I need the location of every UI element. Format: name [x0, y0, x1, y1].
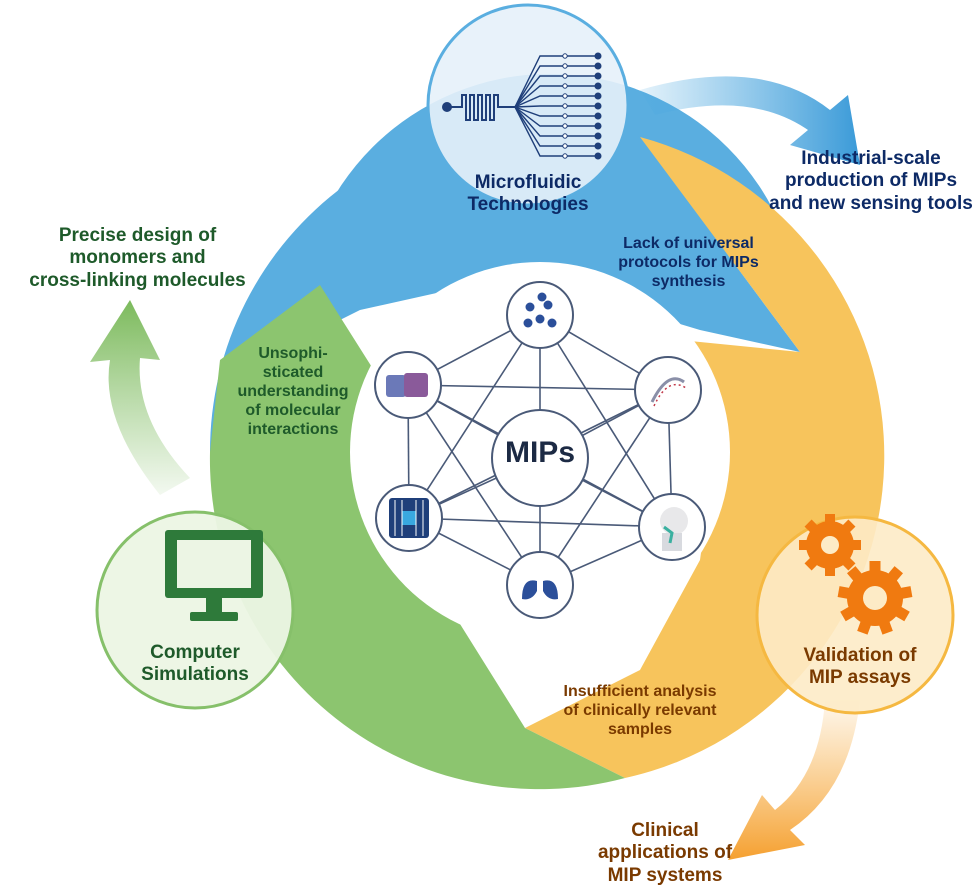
validation-label: Validation of MIP assays — [790, 645, 930, 690]
network-edge — [539, 389, 669, 586]
outcome-line: and new sensing tools — [769, 192, 973, 214]
lungs-icon — [506, 551, 574, 619]
satellite-nodes — [374, 281, 706, 619]
outcome-line: applications of — [597, 842, 733, 864]
microfluidic-chip-icon — [442, 52, 602, 160]
network-edge — [407, 384, 669, 391]
challenge-line: understanding — [237, 382, 349, 400]
challenge-line: interactions — [247, 420, 339, 438]
puzzle-molecule-icon — [374, 351, 442, 419]
challenge-line: Insufficient analysis — [563, 683, 717, 700]
gears-icon — [799, 514, 913, 635]
microfluidic-label: Microfluidic Technologies — [448, 172, 608, 217]
computer-label-line: Computer — [150, 642, 240, 663]
challenge-line: sticated — [262, 363, 324, 381]
arrow-precise-design — [90, 300, 190, 495]
outcome-line: monomers and — [69, 247, 206, 269]
ring-segment-blue — [293, 73, 802, 350]
challenge-molecular-interactions: Unsophi- sticated understanding of molec… — [228, 345, 358, 439]
challenge-line: synthesis — [651, 272, 726, 290]
patient-oxygen-mask-icon — [638, 493, 706, 561]
microfluidic-node — [426, 3, 630, 207]
challenge-universal-protocols: Lack of universal protocols for MIPs syn… — [596, 235, 781, 292]
center-node — [491, 409, 589, 507]
outcome-line: Precise design of — [58, 225, 217, 246]
outcome-clinical-applications: Clinical applications of MIP systems — [580, 820, 750, 887]
challenge-clinical-samples: Insufficient analysis of clinically rele… — [540, 683, 740, 740]
dna-strand-icon — [634, 356, 702, 424]
outcome-line: production of MIPs — [784, 170, 958, 192]
virus-particles-icon — [506, 281, 574, 349]
validation-label-line: MIP assays — [808, 667, 912, 689]
challenge-line: samples — [607, 720, 673, 738]
ring-segment-green — [209, 285, 626, 790]
outcome-line: Industrial-scale — [801, 148, 941, 169]
network-edge — [408, 314, 541, 519]
network-edge — [408, 517, 673, 528]
challenge-line: Unsophi- — [258, 345, 328, 362]
outcome-line: cross-linking molecules — [29, 269, 246, 291]
validation-label-line: Validation of — [803, 645, 917, 666]
microfluidic-label-line: Microfluidic — [474, 172, 582, 193]
computer-label: Computer Simulations — [130, 642, 260, 687]
center-label-text: MIPs — [504, 436, 576, 469]
challenge-line: of clinically relevant — [563, 701, 717, 719]
arrow-clinical-applications — [728, 700, 860, 860]
outcome-line: MIP systems — [607, 864, 723, 886]
circuit-chip-icon — [375, 484, 443, 552]
computer-monitor-icon — [165, 530, 263, 621]
outcome-precise-design: Precise design of monomers and cross-lin… — [10, 225, 265, 292]
outcome-line: Clinical — [631, 820, 699, 841]
center-label: MIPs — [492, 435, 588, 470]
challenge-line: Lack of universal — [623, 235, 754, 252]
outcome-industrial-scale: Industrial-scale production of MIPs and … — [765, 148, 977, 215]
challenge-line: of molecular — [245, 401, 341, 419]
microfluidic-label-line: Technologies — [467, 194, 589, 216]
challenge-line: protocols for MIPs — [618, 253, 759, 271]
arrow-industrial — [640, 76, 860, 165]
computer-label-line: Simulations — [141, 664, 249, 686]
